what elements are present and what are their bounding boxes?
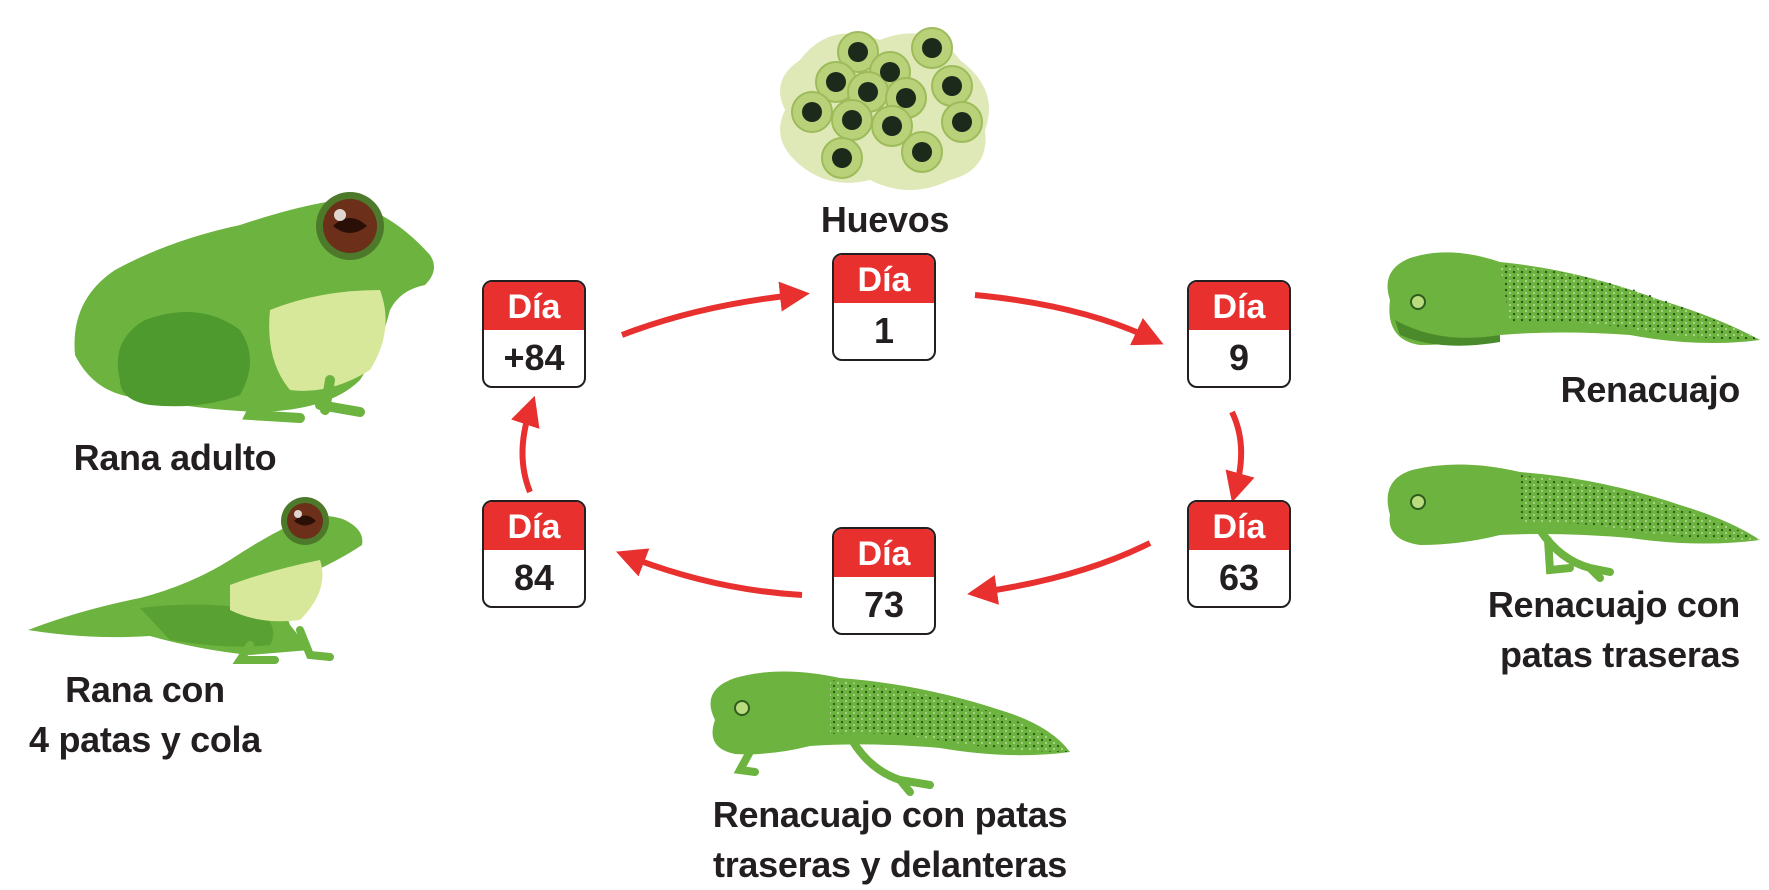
calendar-day-froglet: Día 84 — [482, 500, 586, 608]
calendar-day-tadpole-hind-legs: Día 63 — [1187, 500, 1291, 608]
calendar-day-eggs: Día 1 — [832, 253, 936, 361]
frog-eggs-icon — [780, 27, 990, 191]
calendar-day-tadpole: Día 9 — [1187, 280, 1291, 388]
stage-label-eggs: Huevos — [780, 195, 990, 245]
stage-label-line: patas traseras — [1500, 634, 1740, 675]
calendar-day-number: 73 — [863, 584, 905, 625]
froglet-icon — [28, 497, 363, 664]
stage-label-line: 4 patas y cola — [29, 719, 261, 760]
calendar-day-number: +84 — [503, 337, 565, 378]
calendar-day-number: 84 — [513, 557, 555, 598]
adult-frog-icon — [74, 192, 434, 423]
stage-label-froglet: Rana con 4 patas y cola — [10, 665, 280, 765]
stage-label-adult: Rana adulto — [40, 433, 310, 483]
calendar-header: Día — [834, 255, 934, 303]
arrow-all-legs-to-froglet — [616, 548, 803, 598]
stage-label-line: Renacuajo con patas — [712, 794, 1068, 835]
calendar-day-number: 1 — [873, 310, 895, 351]
stage-label-eggs-text: Huevos — [820, 199, 950, 240]
calendar-day-tadpole-all-legs: Día 73 — [832, 527, 936, 635]
stage-label-line: Rana con — [65, 669, 225, 710]
calendar-header: Día — [1189, 282, 1289, 330]
tadpole-all-legs-icon — [710, 671, 1070, 796]
stage-label-tadpole-all-legs: Renacuajo con patas traseras y delantera… — [690, 790, 1090, 890]
tadpole-hind-legs-icon — [1387, 464, 1760, 582]
stage-label-tadpole-hind-legs: Renacuajo con patas traseras — [1440, 580, 1740, 680]
stage-label-adult-text: Rana adulto — [73, 437, 277, 478]
calendar-header: Día — [834, 529, 934, 577]
calendar-header: Día — [484, 502, 584, 550]
calendar-header: Día — [484, 282, 584, 330]
calendar-day-number: 9 — [1228, 337, 1250, 378]
arrow-adult-to-eggs — [620, 281, 810, 338]
calendar-day-number: 63 — [1218, 557, 1260, 598]
stage-label-tadpole: Renacuajo — [1480, 365, 1741, 415]
stage-label-tadpole-text: Renacuajo — [1560, 369, 1741, 410]
arrow-hind-legs-to-all-legs — [967, 540, 1152, 605]
arrow-tadpole-to-hind-legs — [1225, 410, 1255, 503]
calendar-day-adult: Día +84 — [482, 280, 586, 388]
arrow-froglet-to-adult — [511, 395, 540, 494]
stage-label-line: traseras y delanteras — [713, 844, 1067, 885]
arrow-eggs-to-tadpole — [974, 292, 1164, 346]
cycle-arrow-icon — [511, 281, 1255, 605]
tadpole-icon — [1387, 252, 1760, 346]
stage-label-line: Renacuajo con — [1487, 584, 1740, 625]
calendar-header: Día — [1189, 502, 1289, 550]
